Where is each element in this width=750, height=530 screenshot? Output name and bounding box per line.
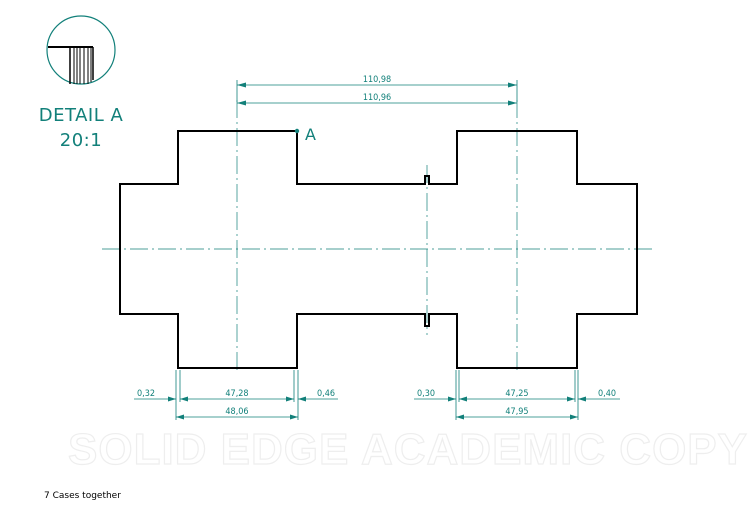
detail-scale: 20:1 [60, 130, 102, 151]
detail-circle [46, 15, 116, 85]
detail-title: DETAIL A [39, 105, 124, 126]
footnote: 7 Cases together [44, 491, 121, 501]
dim-47-25: 47,25 [505, 389, 528, 399]
dim-0-40: 0,40 [598, 389, 616, 399]
dim-48-06: 48,06 [225, 407, 248, 417]
detail-marker-dot [294, 128, 300, 134]
detail-hatch-icon [48, 46, 94, 84]
top-dimensions: 110,98 110,96 [236, 75, 518, 106]
dim-110-98: 110,98 [363, 75, 391, 85]
dim-47-28: 47,28 [225, 389, 248, 399]
bottom-right-dimensions: 0,30 47,25 0,40 47,95 [414, 370, 620, 420]
watermark: SOLID EDGE ACADEMIC COPY [68, 425, 748, 474]
dim-110-96: 110,96 [363, 93, 391, 103]
bottom-left-dimensions: 0,32 47,28 0,46 48,06 [134, 370, 338, 420]
dim-47-95: 47,95 [505, 407, 528, 417]
detail-marker: A [294, 125, 316, 144]
centerlines [102, 100, 652, 372]
dim-0-30: 0,30 [417, 389, 435, 399]
part-outline [119, 130, 638, 369]
dim-0-32: 0,32 [137, 389, 155, 399]
detail-a-view: DETAIL A 20:1 [39, 15, 124, 151]
dim-0-46: 0,46 [317, 389, 335, 399]
detail-marker-letter: A [305, 125, 316, 144]
